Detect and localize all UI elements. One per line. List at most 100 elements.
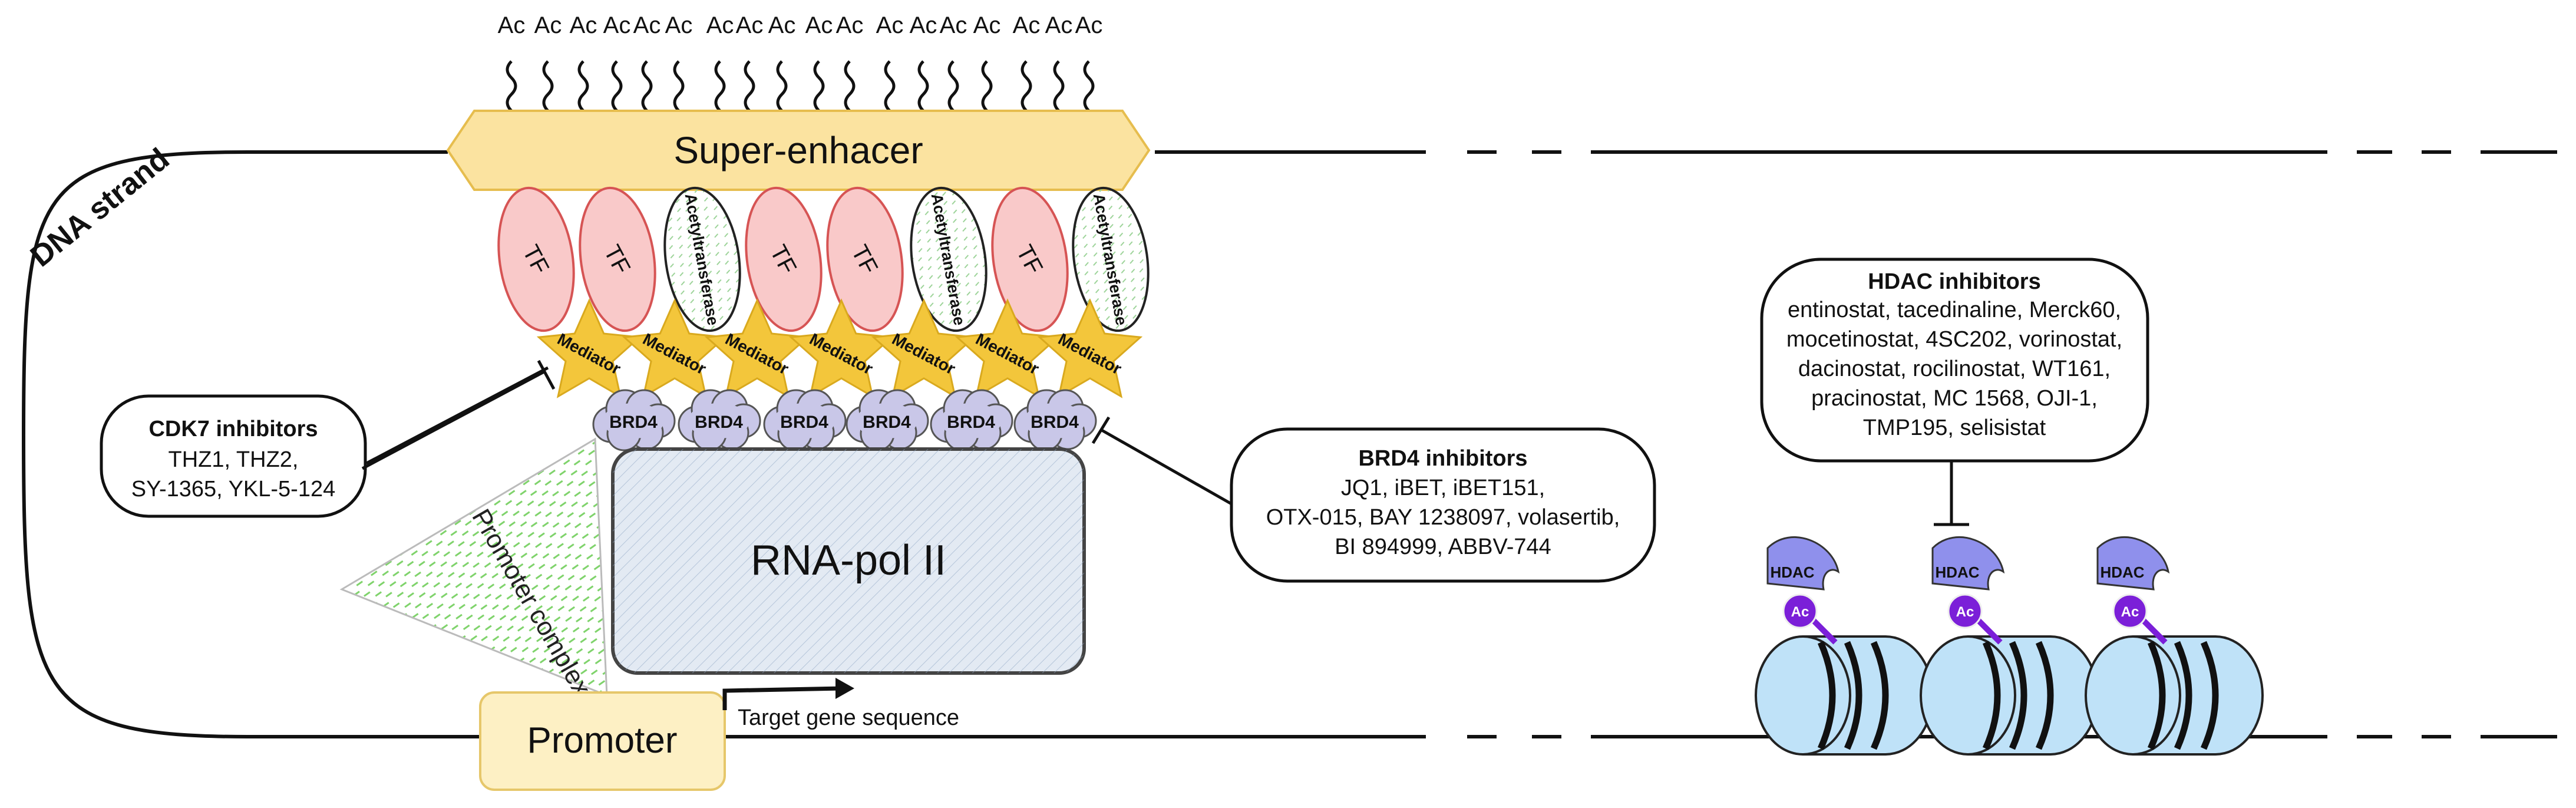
hdac-inhibitor-line-2: mocetinostat, 4SC202, vorinostat, [1786, 327, 2122, 352]
brd4-inhibitor-line-2: OTX-015, BAY 1238097, volasertib, [1266, 505, 1620, 530]
hdac-label: HDAC [1935, 563, 1979, 581]
brd4-inhibition-line [1091, 416, 1233, 506]
acetyltransferase: Acetyltransferase [663, 186, 741, 332]
hdac-inhibition-line [1934, 461, 1969, 526]
mediator: Mediator [536, 298, 642, 398]
acetyl-tail [714, 60, 726, 112]
nucleosome: HDAC Ac [1755, 536, 1934, 756]
acetyl-tail [506, 60, 517, 112]
acetyl-tail [641, 60, 653, 112]
acetyltransferase: Acetyltransferase [910, 186, 988, 332]
cdk7-inhibition-line [361, 360, 556, 470]
transcription-arrowhead [835, 678, 854, 699]
hdac-enzyme [1766, 536, 1840, 591]
ac-label: Ac [1956, 604, 1974, 620]
acetyl-tail [1083, 60, 1095, 112]
acetyl-mark-label: Ac [534, 12, 562, 38]
dna-strand [21, 150, 2557, 738]
cdk7-inhibitor-title: CDK7 inhibitors [148, 417, 318, 441]
super-enhancer-label: Super-enhacer [673, 129, 923, 172]
brd4-protein: BRD4 [678, 389, 761, 451]
acetyl-mark-label: Ac [973, 12, 1001, 38]
acetyl-tail [981, 60, 993, 112]
cdk7-inhibitor-line-1: THZ1, THZ2, [169, 447, 299, 472]
acetyl-mark-label: Ac [665, 12, 693, 38]
mediator: Mediator [1037, 298, 1143, 398]
acetyl-mark-label: Ac [910, 12, 937, 38]
mediator: Mediator [704, 298, 810, 398]
acetyl-tail [1053, 60, 1065, 112]
transcription-factor: TF [579, 186, 656, 332]
hdac-label: HDAC [1770, 563, 1814, 581]
acetyl-group-circle [2112, 593, 2148, 629]
acetyltransferase: Acetyltransferase [1072, 186, 1150, 332]
cdk7-inhibitor-box [100, 394, 367, 518]
acetyl-tail [917, 60, 929, 112]
acetyl-group-circle [1947, 593, 1983, 629]
acetyl-tail [542, 60, 554, 112]
promoter-box [479, 691, 726, 791]
brd4-protein: BRD4 [763, 389, 847, 451]
target-gene-label: Target gene sequence [738, 705, 959, 730]
acetyl-tail [673, 60, 685, 112]
hdac-inhibitor-line-4: pracinostat, MC 1568, OJI-1, [1811, 386, 2098, 411]
acetyl-mark-label: Ac [706, 12, 734, 38]
transcription-factor: TF [991, 186, 1069, 332]
ac-label: Ac [2121, 604, 2139, 620]
hdac-inhibitor-line-3: dacinostat, rocilinostat, WT161, [1798, 357, 2111, 381]
acetyl-group-circle [1782, 593, 1818, 629]
hdac-inhibitor-box [1760, 258, 2149, 463]
acetyl-mark-label: Ac [876, 12, 904, 38]
brd4-row: BRD4 BRD4 BRD4 BRD4 BRD4 BRD4 [592, 389, 1097, 451]
ac-label: Ac [1791, 604, 1809, 620]
mediator: Mediator [788, 298, 894, 398]
nucleosome: HDAC Ac [2085, 536, 2264, 756]
promoter-complex-shape [339, 437, 608, 697]
acetyl-mark-label: Ac [570, 12, 597, 38]
acetyl-mark-label: Ac [836, 12, 864, 38]
acetyl-tail [884, 60, 896, 112]
acetyl-mark-label: Ac [1045, 12, 1073, 38]
cdk7-inhibitor-line-2: SY-1365, YKL-5-124 [131, 477, 336, 502]
dna-strand-label: DNA strand [24, 141, 176, 273]
acetyl-mark-label: Ac [768, 12, 796, 38]
rna-pol-ii-label: RNA-pol II [751, 537, 946, 584]
acetyl-mark-label: Ac [498, 12, 526, 38]
brd4-label: BRD4 [947, 413, 995, 432]
hdac-enzyme [2096, 536, 2170, 591]
brd4-inhibitor-line-3: BI 894999, ABBV-744 [1335, 535, 1551, 559]
brd4-protein: BRD4 [930, 389, 1013, 451]
brd4-label: BRD4 [695, 413, 743, 432]
brd4-inhibitor-box [1230, 427, 1656, 583]
transcription-factor: TF [745, 186, 823, 332]
acetyl-tail [813, 60, 825, 112]
brd4-inhibitor-line-1: JQ1, iBET, iBET151, [1341, 476, 1545, 500]
brd4-inhibitor-title: BRD4 inhibitors [1358, 446, 1527, 471]
hdac-inhibitor-line-1: entinostat, tacedinaline, Merck60, [1788, 298, 2121, 322]
hdac-inhibitor-title: HDAC inhibitors [1868, 269, 2040, 294]
acetyl-mark-label: Ac [603, 12, 631, 38]
acetyl-tail [577, 60, 589, 112]
acetyl-tail [611, 60, 623, 112]
brd4-label: BRD4 [609, 413, 658, 432]
hdac-enzyme [1931, 536, 2005, 591]
promoter-label: Promoter [527, 720, 678, 761]
mediator: Mediator [955, 298, 1061, 398]
nucleosome-row: HDAC Ac HDAC Ac HDAC Ac [1755, 536, 2264, 756]
acetyl-tail [1021, 60, 1032, 112]
acetyl-tail [947, 60, 959, 112]
transcription-factor: TF [497, 186, 575, 332]
hdac-label: HDAC [2100, 563, 2144, 581]
acetyl-mark-label: Ac [1075, 12, 1103, 38]
acetyl-mark-label: Ac [1013, 12, 1041, 38]
brd4-protein: BRD4 [1013, 389, 1097, 451]
transcription-arrow [722, 686, 843, 710]
mediator: Mediator [871, 298, 977, 398]
acetyl-tail [744, 60, 755, 112]
brd4-label: BRD4 [863, 413, 911, 432]
acetyl-tail [776, 60, 788, 112]
brd4-protein: BRD4 [592, 389, 676, 451]
